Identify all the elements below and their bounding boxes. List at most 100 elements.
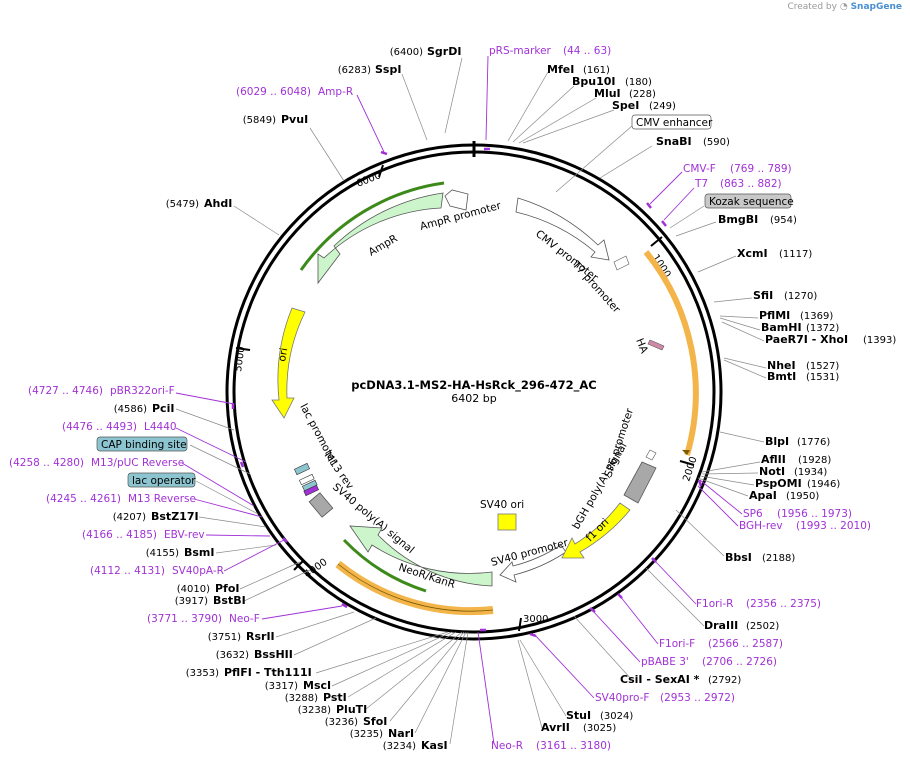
- primer-range-sv40pro-f: (2953 .. 2972): [660, 692, 735, 704]
- site-pos-aflii: (1928): [798, 455, 831, 466]
- site-nhei: NheI: [767, 359, 796, 372]
- site-pos-msci: (3317): [265, 681, 298, 692]
- leader-neo-f: [261, 605, 343, 620]
- ori-label: ori: [276, 347, 290, 363]
- leader-mfei: [507, 71, 549, 142]
- sv40-ori-label: SV40 ori: [480, 499, 524, 511]
- ori-arrow: [271, 307, 306, 419]
- primer-sp6: SP6: [743, 508, 763, 520]
- site-pos-kasi: (3234): [383, 741, 416, 752]
- leader-blpi: [719, 431, 765, 443]
- site-pos-pspomi: (1946): [807, 479, 840, 490]
- leader-lines: [175, 55, 767, 745]
- primer-marks: [231, 147, 703, 638]
- site-bmti: BmtI: [767, 370, 796, 383]
- leader-xhoi: [721, 321, 765, 342]
- leader-bgh-rev: [697, 485, 739, 527]
- primer-range-sv40pa-r: (4112 .. 4131): [90, 565, 165, 577]
- site-pvui: PvuI: [281, 113, 308, 126]
- lac-promoter-mark: [298, 473, 315, 486]
- leader-psti: [347, 631, 457, 698]
- leader-m13-rev: [193, 498, 263, 518]
- tick-label-5000: 5000: [233, 346, 247, 373]
- site-pluti: PluTI: [336, 703, 367, 716]
- site-pos-bpu10i: (180): [625, 77, 652, 88]
- site-pcii: PciI: [152, 402, 174, 415]
- leader-pflfi: [315, 631, 449, 674]
- leader-bmti: [723, 359, 767, 379]
- plasmid-length: 6402 bp: [451, 392, 496, 405]
- insert-orange-band: [643, 250, 699, 456]
- leader-bamhi: [719, 317, 761, 331]
- primer-f1ori-f: F1ori-F: [659, 638, 695, 650]
- primer-range-prs-marker: (44 .. 63): [563, 45, 611, 57]
- tick-mark-3000: [518, 617, 522, 632]
- primer-range-m13-rev: (4245 .. 4261): [46, 493, 121, 505]
- leader-lac-operator: [195, 480, 259, 515]
- site-pos-sspi: (6283): [338, 65, 371, 76]
- site-bamhi: BamHI: [761, 321, 802, 334]
- leader-sv40pa-r: [223, 539, 285, 572]
- leader-rsrii: [275, 611, 355, 638]
- site-draiii: DraIII: [704, 619, 738, 632]
- leader-sfoi: [389, 631, 465, 722]
- site-pos-snabi: (590): [703, 137, 730, 148]
- primer-m13puc: M13/pUC Reverse: [91, 457, 184, 469]
- site-pos-mfei: (161): [583, 65, 610, 76]
- primer-amp-r: Amp-R: [318, 86, 353, 98]
- site-sfoi: SfoI: [363, 715, 387, 728]
- leader-pspomi: [699, 475, 755, 486]
- primer-ebv-rev: EBV-rev: [164, 529, 205, 541]
- leader-pbabe3: [591, 609, 641, 663]
- ampr-promoter-arrow: [444, 189, 469, 211]
- primer-pbr322ori-f: pBR322ori-F: [110, 385, 175, 397]
- site-pos-psti: (3288): [285, 693, 318, 704]
- leader-kasi: [449, 631, 469, 745]
- site-pos-noti: (1934): [794, 467, 827, 478]
- primer-range-neo-f: (3771 .. 3790): [147, 613, 222, 625]
- site-blpi: BlpI: [765, 435, 789, 448]
- site-pos-sfii: (1270): [784, 291, 817, 302]
- leader-bpu10i: [512, 85, 575, 143]
- ampr-arrow: [317, 192, 444, 285]
- leader-mlui: [518, 97, 597, 144]
- leader-pvui: [309, 127, 345, 182]
- kozak-badge: [704, 193, 792, 209]
- neo-green-band: [342, 538, 427, 593]
- primer-mark-sp6: [697, 479, 703, 487]
- primer-range-t7: (863 .. 882): [720, 178, 782, 190]
- leader-draiii: [645, 567, 705, 627]
- site-pos-rsrii: (3751): [208, 632, 241, 643]
- primer-range-bgh-rev: (1993 .. 2010): [796, 520, 871, 532]
- primer-range-amp-r: (6029 .. 6048): [236, 86, 311, 98]
- site-mfei: MfeI: [547, 63, 574, 76]
- leader-xcmi: [697, 255, 737, 273]
- leader-bsshii: [293, 617, 377, 656]
- lac-operator-badge: [127, 472, 196, 488]
- site-sgrdi: SgrDI: [427, 45, 461, 58]
- watermark-brand: SnapGene: [850, 2, 902, 12]
- site-snabi: SnaBI: [656, 135, 692, 148]
- site-pos-bmgbi: (954): [770, 215, 797, 226]
- leader-ebv-rev: [205, 534, 271, 537]
- site-stui: StuI: [566, 709, 591, 722]
- leader-snabi: [599, 145, 653, 179]
- site-pos-avrii: (3025): [583, 723, 616, 734]
- site-apai: ApaI: [749, 489, 777, 502]
- site-bstbi: BstBI: [213, 594, 246, 607]
- site-pos-ahdi: (5479): [166, 199, 199, 210]
- primer-mark-f1ori-f: [617, 593, 623, 599]
- site-bstz17i: BstZ17I: [151, 510, 199, 523]
- site-pos-stui: (3024): [600, 711, 633, 722]
- primer-range-pbabe3: (2706 .. 2726): [702, 656, 777, 668]
- leader-sgrdi: [444, 57, 463, 134]
- site-pfoi: PfoI: [215, 582, 240, 595]
- leader-nari: [414, 631, 467, 734]
- site-pos-sfoi: (3236): [325, 717, 358, 728]
- site-bmgbi: BmgBI: [718, 213, 758, 226]
- leader-bstz17i: [198, 516, 267, 528]
- site-pos-pflfi: (3353): [186, 668, 219, 679]
- site-pos-csii: (2792): [708, 675, 741, 686]
- primer-range-f1ori-r: (2356 .. 2375): [746, 598, 821, 610]
